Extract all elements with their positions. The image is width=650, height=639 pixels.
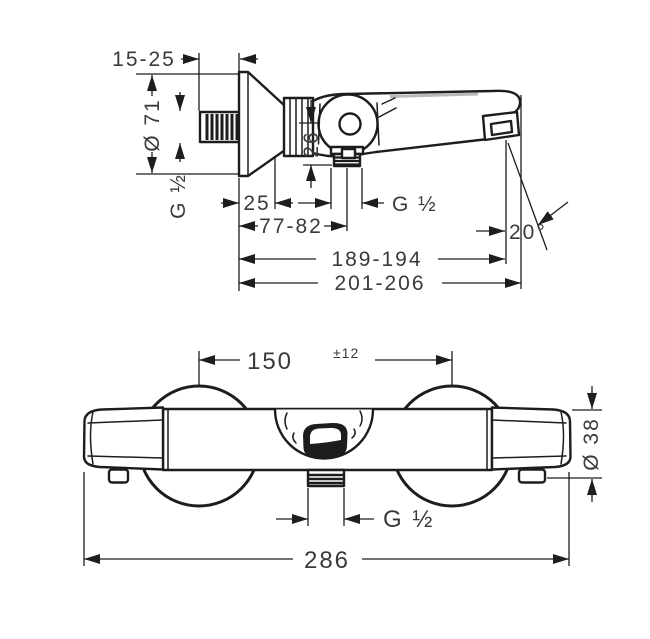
dim-body-diameter: Ø 38 [580,417,603,471]
dim-escutcheon-diameter: Ø 71 [141,98,164,152]
dim-total-width: 286 [304,547,350,574]
dim-connection-tolerance: ±12 [333,345,359,361]
thermostat-body-and-spout [311,89,522,168]
escutcheon [237,70,287,178]
dim-outlet-drop: 26 [300,130,323,157]
wall-thread-pipe [198,110,242,144]
dim-wall-depth: 15-25 [112,48,176,71]
cap-screw [338,112,362,136]
knob-face [309,427,341,444]
bottom-outlet [329,145,365,168]
front-view-drawing: 150 ±12 Ø 38 G ½ 286 [82,345,603,574]
outlet-nipple [306,468,346,488]
dim-wall-to-outlet: 77-82 [259,215,323,238]
top-view-dimensions: 15-25 Ø 71 G ½ 25 G ½ [112,48,569,295]
dim-bottom-outlet-thread: G ½ [383,506,434,533]
front-view-dimensions: 150 ±12 Ø 38 G ½ 286 [83,345,603,574]
dim-total-projection: 201-206 [334,272,425,295]
spout-shading [389,92,479,98]
right-handle [490,406,572,471]
aerator-icon [481,110,521,142]
right-check-tab [517,468,547,484]
dim-spout-angle: 20° [509,221,547,244]
left-handle [82,406,165,471]
dim-outlet-thread: G ½ [392,193,438,216]
left-check-tab [107,468,130,484]
dim-wall-thread: G ½ [167,173,190,219]
dim-wall-to-spout-outlet: 189-194 [331,248,422,271]
top-view-drawing: 15-25 Ø 71 G ½ 25 G ½ [112,48,569,295]
union-nut [282,96,315,158]
control-knob [273,408,375,460]
dim-connection-centers: 150 [247,348,293,375]
dim-escutcheon-length: 25 [243,192,270,215]
